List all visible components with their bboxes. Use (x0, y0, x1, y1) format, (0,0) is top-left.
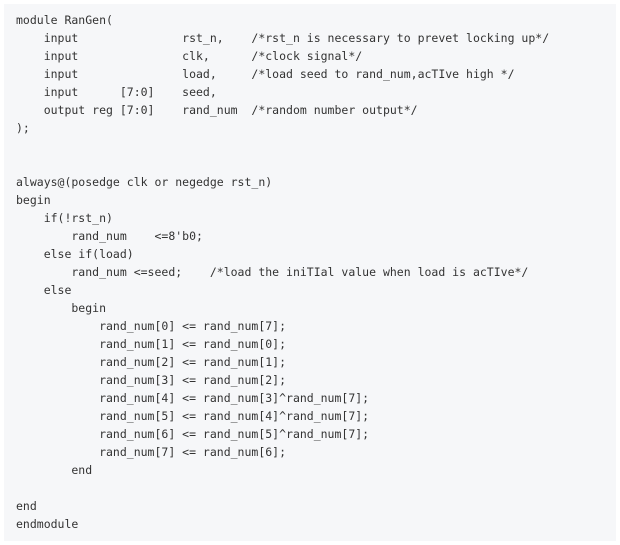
code-block[interactable]: module RanGen( input rst_n, /*rst_n is n… (4, 4, 616, 541)
code-line: endmodule (16, 517, 79, 531)
code-line: input clk, /*clock signal*/ (16, 49, 363, 63)
code-line: rand_num <=seed; /*load the iniTIal valu… (16, 265, 529, 279)
code-line: rand_num[5] <= rand_num[4]^rand_num[7]; (16, 409, 370, 423)
code-line (16, 137, 616, 155)
code-line: else (16, 283, 72, 297)
code-line: rand_num[7] <= rand_num[6]; (16, 445, 287, 459)
code-line: end (16, 463, 93, 477)
code-line: output reg [7:0] rand_num /*random numbe… (16, 103, 418, 117)
code-line: rand_num[0] <= rand_num[7]; (16, 319, 287, 333)
code-line: input load, /*load seed to rand_num,acTI… (16, 67, 515, 81)
code-line: rand_num[1] <= rand_num[0]; (16, 337, 287, 351)
code-line: rand_num[4] <= rand_num[3]^rand_num[7]; (16, 391, 370, 405)
code-line: rand_num[6] <= rand_num[5]^rand_num[7]; (16, 427, 370, 441)
code-text: input rst_n, /*rst_n is necessary to pre… (16, 31, 550, 45)
code-line: rand_num[3] <= rand_num[2]; (16, 373, 287, 387)
code-line: always@(posedge clk or negedge rst_n) (16, 175, 273, 189)
code-line: module RanGen( (16, 13, 113, 27)
code-line: else if(load) (16, 247, 134, 261)
code-line: input [7:0] seed, (16, 85, 217, 99)
code-line: if(!rst_n) (16, 211, 113, 225)
code-line: input rst_n, /*rst_n is necessary to pre… (16, 29, 616, 47)
code-line (16, 155, 616, 173)
code-line: rand_num <=8'b0; (16, 229, 203, 243)
code-line: begin (16, 193, 51, 207)
code-line: ); (16, 121, 30, 135)
code-line: rand_num[2] <= rand_num[1]; (16, 355, 287, 369)
code-line: end (16, 499, 37, 513)
code-line (16, 479, 616, 497)
code-line: begin (16, 301, 107, 315)
